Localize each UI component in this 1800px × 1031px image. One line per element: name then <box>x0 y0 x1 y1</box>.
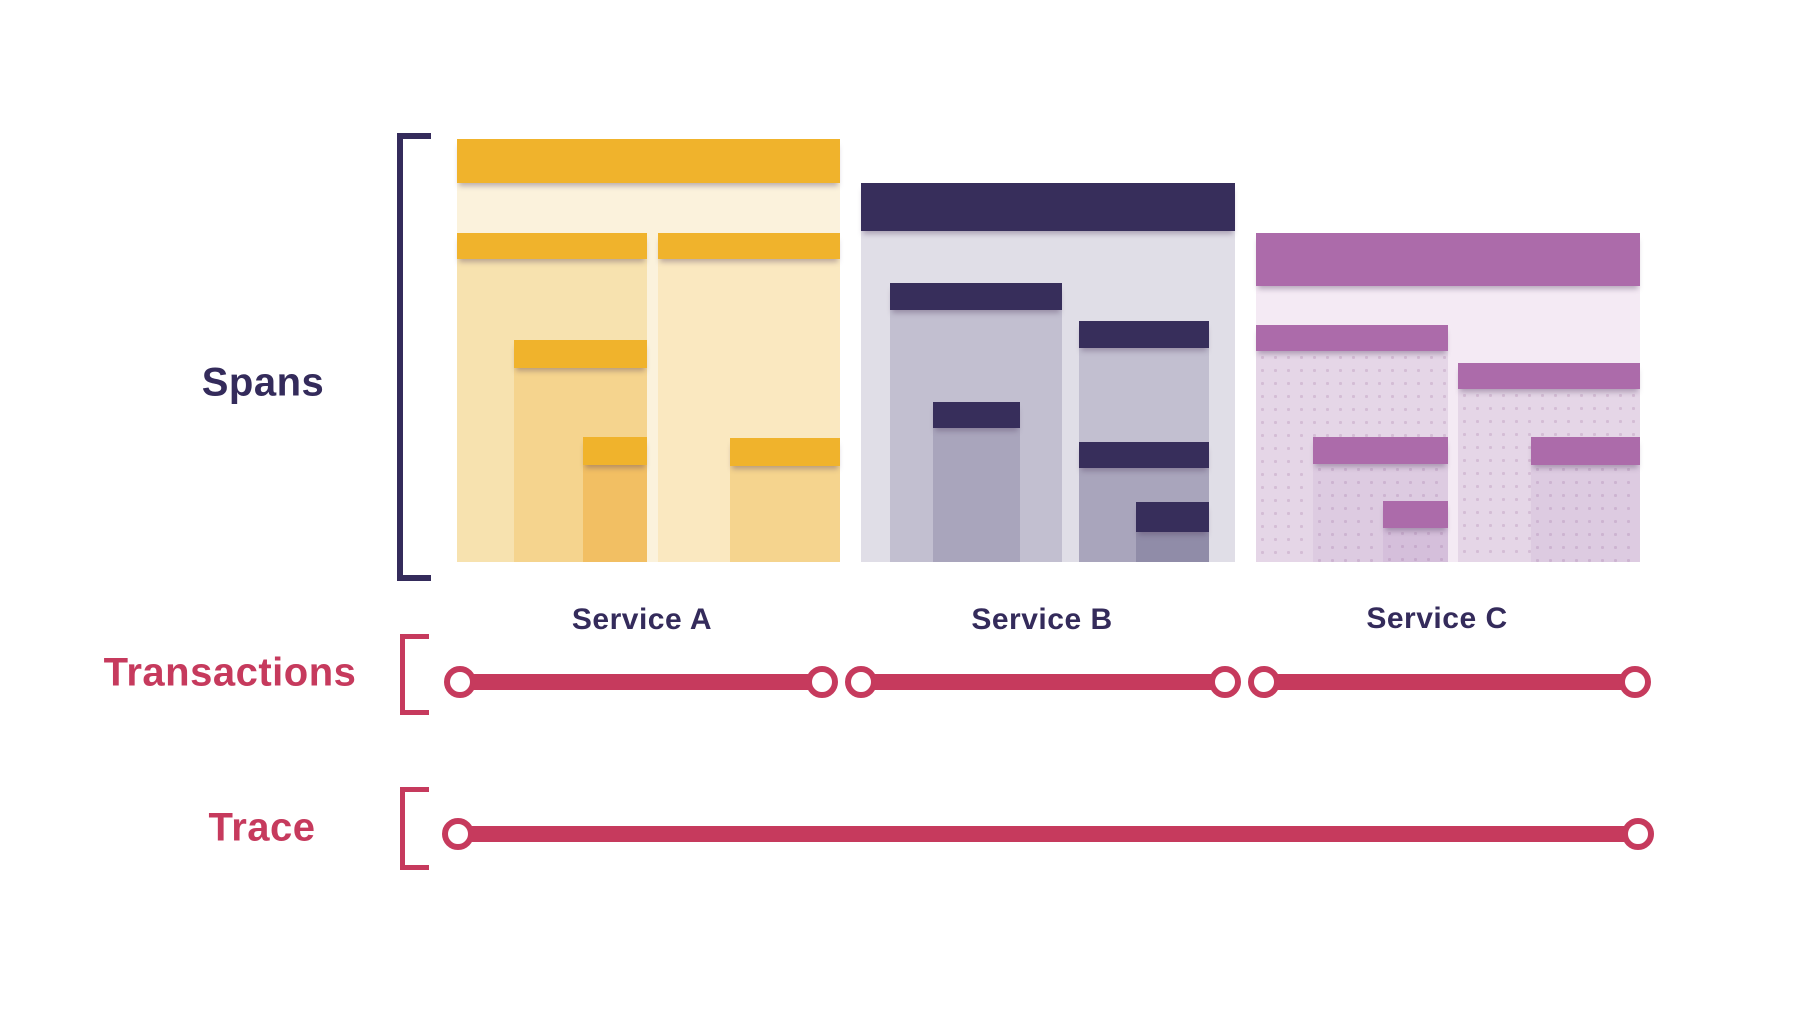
trace-end-circle <box>1622 818 1654 850</box>
transaction-segment-1-line <box>460 674 822 690</box>
transactions-bracket <box>400 634 429 715</box>
service-a-span-left-bar <box>457 233 647 259</box>
service-c-subspan-deep-bar <box>1383 501 1448 528</box>
service-a-span-right-bar <box>658 233 840 259</box>
transaction-segment-1-start-circle <box>444 666 476 698</box>
trace-line <box>458 826 1638 842</box>
service-b-label: Service B <box>971 603 1113 636</box>
service-c-subspan-right-bar <box>1531 437 1640 465</box>
service-b-subspan-deep-bar <box>1136 502 1209 532</box>
service-b-subspan-left-bar <box>933 402 1020 428</box>
transaction-segment-3-start-circle <box>1248 666 1280 698</box>
service-b-subspan-left-body <box>933 402 1020 562</box>
service-c-root-span-bar <box>1256 233 1640 286</box>
trace-bracket <box>400 787 429 870</box>
service-a-subspan-left-bar <box>514 340 647 368</box>
trace-start-circle <box>442 818 474 850</box>
transaction-segment-2-line <box>861 674 1225 690</box>
service-c-span-right-bar <box>1458 363 1640 389</box>
service-b-root-span-bar <box>861 183 1235 231</box>
transactions-section-label: Transactions <box>103 650 357 695</box>
service-a-root-span-bar <box>457 139 840 183</box>
service-b-span-right-bar <box>1079 321 1209 348</box>
service-b-subspan-right-bar <box>1079 442 1209 468</box>
service-a-subspan-right-bar <box>730 438 840 466</box>
spans-section-label: Spans <box>201 360 325 405</box>
transaction-segment-2-start-circle <box>845 666 877 698</box>
service-a-subspan-deep-bar <box>583 437 647 465</box>
service-c-subspan-left-bar <box>1313 437 1448 464</box>
trace-section-label: Trace <box>208 805 316 850</box>
transaction-segment-1-end-circle <box>806 666 838 698</box>
spans-bracket <box>397 133 431 581</box>
service-c-span-left-bar <box>1256 325 1448 351</box>
service-a-label: Service A <box>571 603 713 636</box>
transaction-segment-2-end-circle <box>1209 666 1241 698</box>
transaction-segment-3-line <box>1264 674 1635 690</box>
transaction-segment-3-end-circle <box>1619 666 1651 698</box>
service-b-span-left-bar <box>890 283 1062 310</box>
service-c-label: Service C <box>1366 602 1508 635</box>
